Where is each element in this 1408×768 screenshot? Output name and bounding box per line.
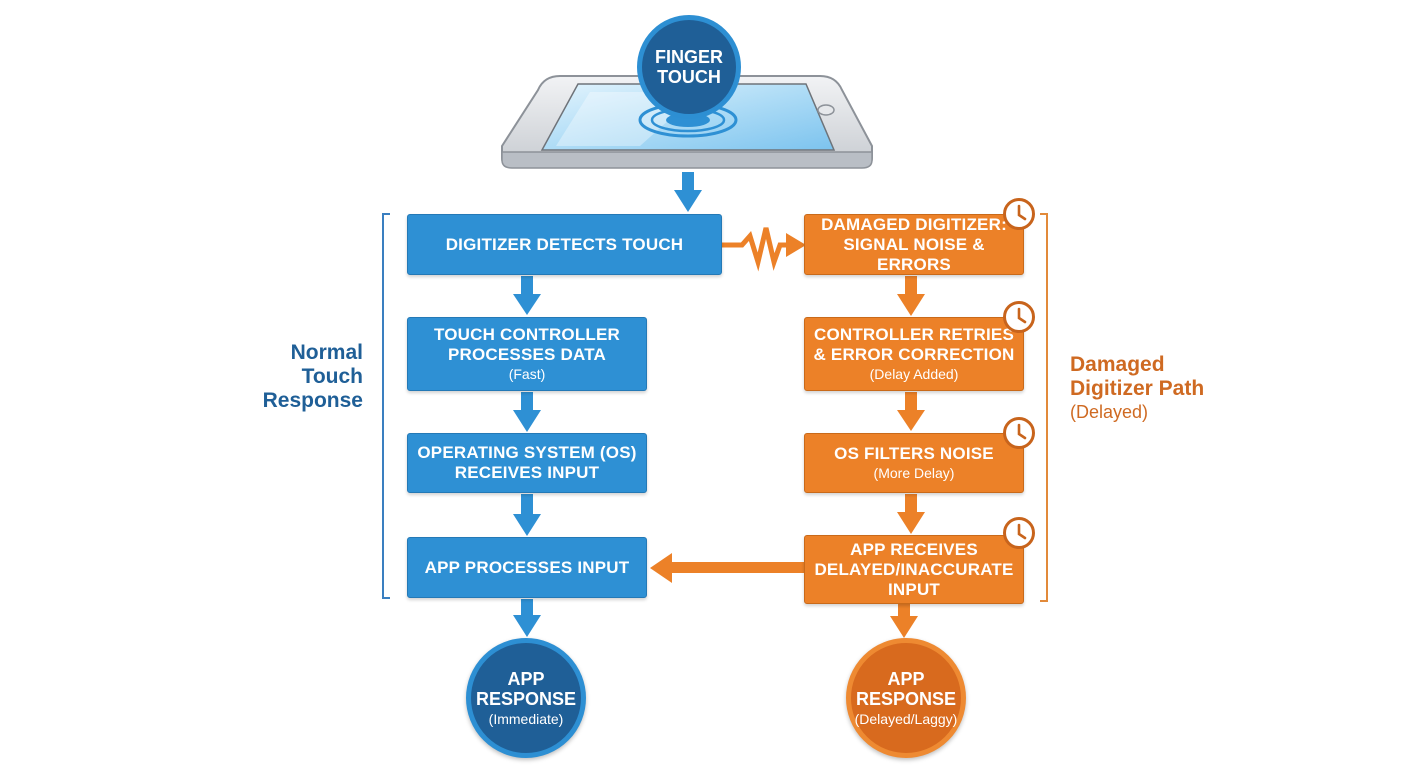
damaged-path-label-text: Damaged Digitizer Path (1070, 353, 1205, 400)
arrow-icon (897, 392, 925, 431)
step-note: (More Delay) (873, 464, 955, 481)
damaged-app-response-circle: APP RESPONSE (Delayed/Laggy) (846, 638, 966, 758)
arrow-icon (890, 604, 918, 638)
normal-path-label: Normal Touch Response (263, 341, 363, 413)
step-title: APP PROCESSES INPUT (424, 557, 630, 577)
step-title: TOUCH CONTROLLER PROCESSES DATA (433, 324, 621, 364)
damaged-step-digitizer: DAMAGED DIGITIZER: SIGNAL NOISE & ERRORS (804, 214, 1024, 275)
damaged-path-arrows (890, 276, 925, 638)
step-title: CONTROLLER RETRIES & ERROR CORRECTION (813, 324, 1015, 364)
normal-step-digitizer: DIGITIZER DETECTS TOUCH (407, 214, 722, 275)
clock-icon (1003, 198, 1035, 230)
step-title: APP RECEIVES DELAYED/INACCURATE INPUT (814, 539, 1014, 599)
arrow-icon (513, 599, 541, 637)
step-title: OS FILTERS NOISE (834, 443, 994, 463)
step-title: DAMAGED DIGITIZER: SIGNAL NOISE & ERRORS (821, 214, 1007, 274)
step-title: OPERATING SYSTEM (OS) RECEIVES INPUT (417, 443, 637, 482)
normal-path-label-text: Normal Touch Response (262, 341, 363, 412)
damaged-step-os: OS FILTERS NOISE (More Delay) (804, 433, 1024, 493)
arrow-icon (513, 392, 541, 432)
arrow-icon (897, 276, 925, 316)
damaged-path-bracket (1040, 213, 1048, 602)
arrow-icon (650, 553, 806, 583)
normal-app-response-circle: APP RESPONSE (Immediate) (466, 638, 586, 758)
finger-touch-circle: FINGER TOUCH (637, 15, 741, 119)
result-title: APP RESPONSE (475, 668, 577, 709)
damaged-path-label: Damaged Digitizer Path (Delayed) (1070, 353, 1204, 423)
result-title: APP RESPONSE (855, 668, 957, 709)
normal-step-controller: TOUCH CONTROLLER PROCESSES DATA (Fast) (407, 317, 647, 391)
normal-step-app: APP PROCESSES INPUT (407, 537, 647, 598)
zigzag-signal-icon (722, 227, 806, 272)
damaged-step-controller: CONTROLLER RETRIES & ERROR CORRECTION (D… (804, 317, 1024, 391)
arrow-icon (513, 276, 541, 315)
clock-icon (1003, 517, 1035, 549)
normal-path-arrows (513, 172, 702, 637)
arrow-icon (897, 494, 925, 534)
normal-step-os: OPERATING SYSTEM (OS) RECEIVES INPUT (407, 433, 647, 493)
arrow-icon (674, 172, 702, 212)
result-note: (Delayed/Laggy) (854, 710, 958, 727)
result-note: (Immediate) (488, 710, 564, 727)
damaged-step-app: APP RECEIVES DELAYED/INACCURATE INPUT (804, 535, 1024, 604)
finger-touch-label: FINGER TOUCH (654, 47, 723, 87)
arrow-icon (513, 494, 541, 536)
normal-path-bracket (382, 213, 390, 599)
step-note: (Delay Added) (869, 365, 959, 382)
step-note: (Fast) (508, 365, 546, 382)
step-title: DIGITIZER DETECTS TOUCH (445, 234, 684, 254)
clock-icon (1003, 417, 1035, 449)
clock-icon (1003, 301, 1035, 333)
damaged-path-label-note: (Delayed) (1070, 402, 1149, 422)
